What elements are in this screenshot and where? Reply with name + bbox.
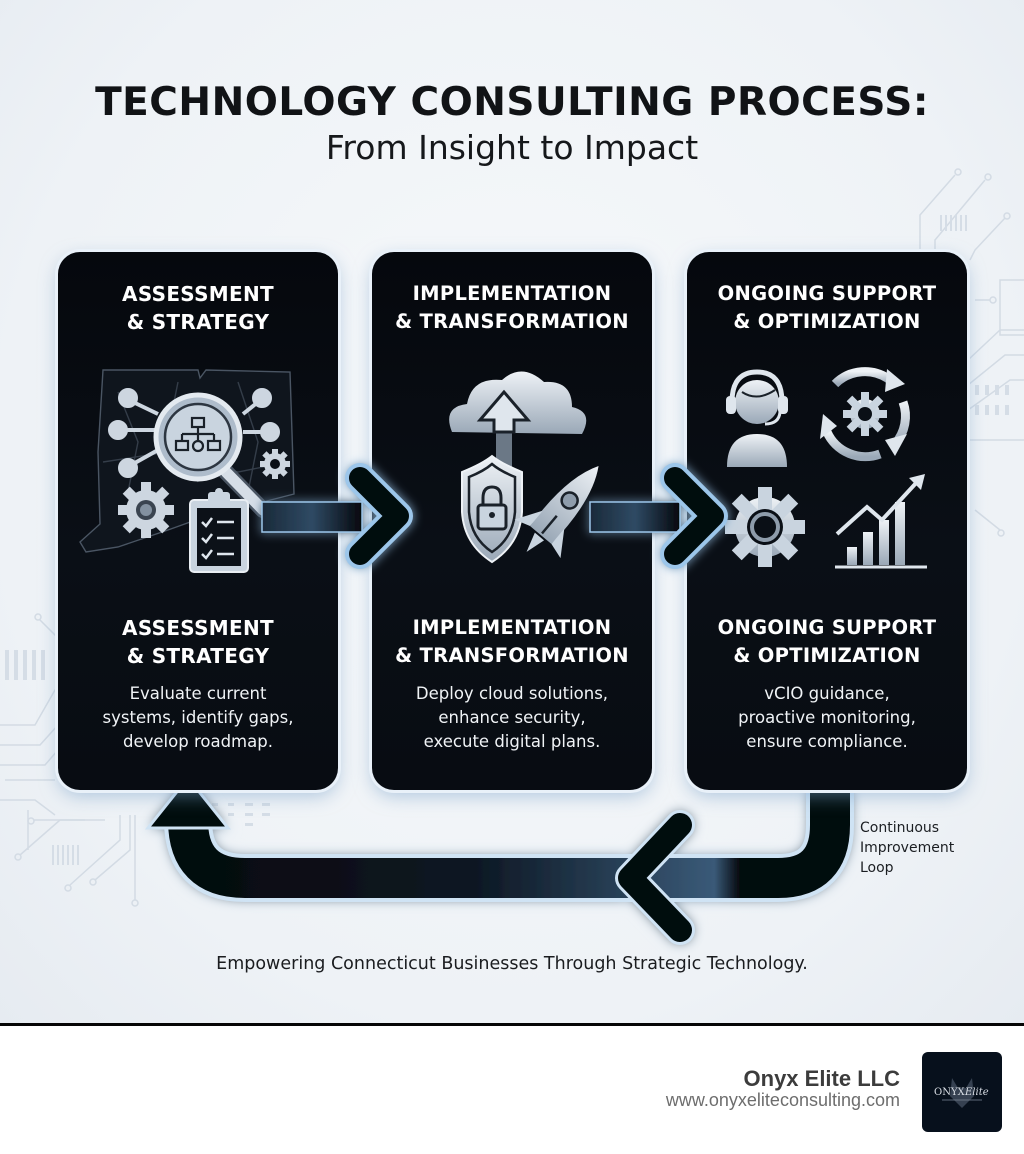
step-description: Deploy cloud solutions, enhance security… (415, 684, 609, 751)
support-agent-headset-icon (726, 369, 788, 467)
assessment-icon-group (79, 369, 295, 573)
svg-text:Elite: Elite (964, 1087, 989, 1098)
company-name: Onyx Elite LLC (743, 1066, 900, 1091)
small-gear-icon (260, 449, 290, 479)
growth-chart-icon (835, 474, 927, 569)
footer-divider (0, 1023, 1024, 1026)
step-description: vCIO guidance, proactive monitoring, ens… (738, 684, 916, 751)
step-title-repeat: ONGOING SUPPORT & OPTIMIZATION (717, 616, 937, 667)
clipboard-checklist-icon (189, 488, 249, 573)
step-title-repeat: ASSESSMENT & STRATEGY (122, 616, 274, 668)
svg-text:ONYX: ONYX (934, 1087, 966, 1098)
rocket-icon (514, 466, 599, 559)
page-subtitle: From Insight to Impact (325, 128, 699, 167)
cycle-gear-icon (820, 367, 910, 462)
step-title: ONGOING SUPPORT & OPTIMIZATION (717, 282, 937, 333)
step-description: Evaluate current systems, identify gaps,… (102, 684, 294, 751)
step-card-assessment: ASSESSMENT & STRATEGY (58, 252, 338, 790)
network-nodes-icon (108, 388, 280, 478)
infographic-canvas: TECHNOLOGY CONSULTING PROCESS: From Insi… (0, 0, 1024, 1024)
implementation-icon-group (449, 371, 599, 564)
continuous-loop-arrow (144, 775, 854, 945)
step-card-implementation: IMPLEMENTATION & TRANSFORMATION (372, 252, 652, 790)
step-title: ASSESSMENT & STRATEGY (122, 282, 274, 334)
step-card-ongoing-support: ONGOING SUPPORT & OPTIMIZATION (687, 252, 967, 790)
gear-icon (725, 487, 805, 567)
support-icon-group (725, 367, 927, 569)
cloud-upload-icon (449, 371, 587, 489)
company-website-link[interactable]: www.onyxeliteconsulting.com (665, 1090, 900, 1110)
onyx-fox-logo-icon: ONYX Elite (934, 1078, 989, 1108)
process-flow-arrows (144, 775, 854, 945)
magnifier-org-chart-icon (153, 392, 271, 518)
page-title: TECHNOLOGY CONSULTING PROCESS: (95, 80, 929, 125)
step-title-repeat: IMPLEMENTATION & TRANSFORMATION (395, 616, 629, 667)
footer: Onyx Elite LLC www.onyxeliteconsulting.c… (0, 1026, 1024, 1154)
gear-icon (118, 482, 174, 538)
loop-label: Continuous Improvement Loop (860, 820, 955, 876)
step-title: IMPLEMENTATION & TRANSFORMATION (395, 282, 629, 333)
shield-lock-icon (461, 454, 523, 564)
circuit-background-icon (0, 168, 1024, 907)
tagline: Empowering Connecticut Businesses Throug… (216, 954, 808, 974)
company-logo: ONYX Elite (922, 1052, 1002, 1132)
